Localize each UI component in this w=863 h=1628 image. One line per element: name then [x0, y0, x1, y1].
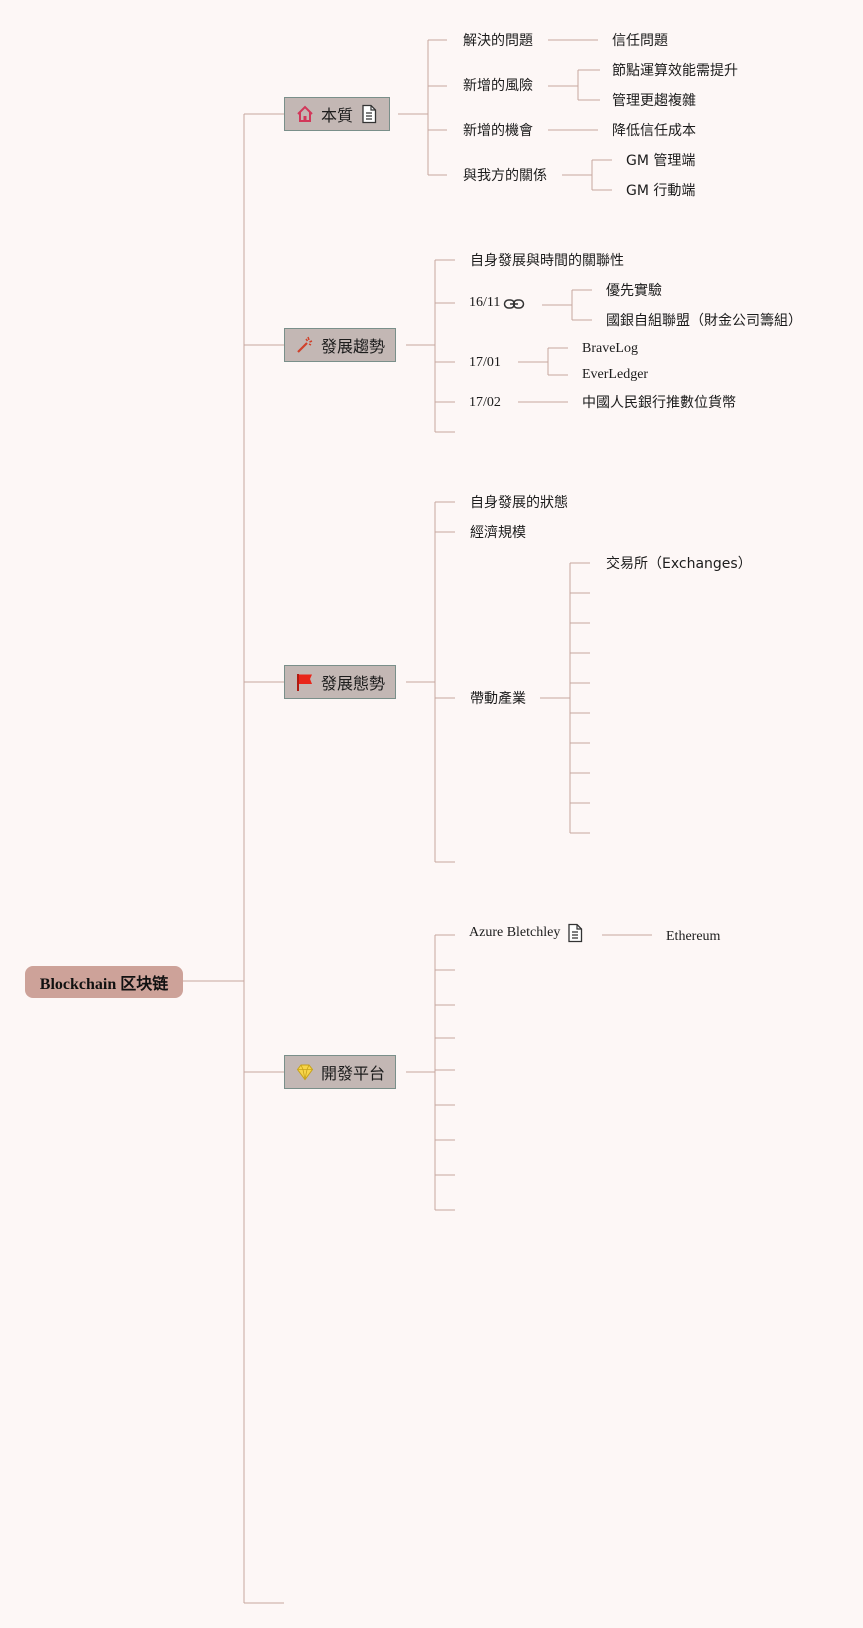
- topic-dev-platform-label: 開發平台: [321, 1064, 386, 1083]
- node-new-risk[interactable]: 新增的風險: [463, 78, 533, 94]
- node-priority-experiment[interactable]: 優先實驗: [606, 283, 662, 299]
- node-time-relevance[interactable]: 自身發展與時間的關聯性: [470, 253, 624, 269]
- red-flag-icon: [295, 672, 315, 692]
- node-bank-alliance[interactable]: 國銀自組聯盟（財金公司籌組）: [606, 313, 802, 329]
- node-economic-scale[interactable]: 經濟規模: [470, 525, 526, 541]
- document-icon[interactable]: [565, 923, 585, 943]
- node-pboc-digital-currency[interactable]: 中國人民銀行推數位貨幣: [582, 395, 736, 411]
- root-label: Blockchain 区块链: [39, 976, 169, 993]
- node-management-complexity[interactable]: 管理更趨複雜: [612, 93, 696, 109]
- node-self-status[interactable]: 自身發展的狀態: [470, 495, 568, 511]
- node-relationship[interactable]: 與我方的關係: [463, 168, 547, 184]
- node-gm-mobile[interactable]: GM 行動端: [626, 183, 696, 199]
- node-17-01[interactable]: 17/01: [469, 355, 501, 370]
- node-exchanges[interactable]: 交易所（Exchanges）: [606, 556, 752, 572]
- node-solved-problem[interactable]: 解決的問題: [463, 33, 533, 49]
- node-node-performance[interactable]: 節點運算效能需提升: [612, 63, 738, 79]
- node-17-02[interactable]: 17/02: [469, 395, 501, 410]
- node-gm-admin[interactable]: GM 管理端: [626, 153, 696, 169]
- topic-dev-platform[interactable]: 開發平台: [284, 1055, 397, 1089]
- node-lower-trust-cost[interactable]: 降低信任成本: [612, 123, 696, 139]
- node-16-11[interactable]: 16/11: [469, 294, 500, 312]
- topic-development-trend[interactable]: 發展趨勢: [284, 328, 397, 362]
- magic-wand-icon: [295, 335, 315, 355]
- node-driven-industries[interactable]: 帶動產業: [470, 691, 526, 707]
- root-node[interactable]: Blockchain 区块链: [25, 966, 183, 998]
- topic-development-trend-label: 發展趨勢: [321, 337, 386, 356]
- node-trust-problem[interactable]: 信任問題: [612, 33, 668, 49]
- topic-development-status[interactable]: 發展態勢: [284, 665, 397, 699]
- node-ethereum[interactable]: Ethereum: [666, 929, 721, 944]
- node-bravelog[interactable]: BraveLog: [582, 341, 638, 356]
- node-new-opportunity[interactable]: 新增的機會: [463, 123, 533, 139]
- node-16-11-label: 16/11: [469, 295, 501, 310]
- node-everledger[interactable]: EverLedger: [582, 367, 649, 382]
- node-azure-bletchley[interactable]: Azure Bletchley: [469, 925, 561, 940]
- home-icon: [295, 104, 315, 124]
- topic-essence[interactable]: 本質: [284, 97, 391, 131]
- topic-development-status-label: 發展態勢: [321, 674, 386, 693]
- gem-icon: [295, 1062, 315, 1082]
- document-icon: [359, 104, 379, 124]
- topic-essence-label: 本質: [321, 106, 354, 125]
- link-icon[interactable]: [503, 296, 525, 316]
